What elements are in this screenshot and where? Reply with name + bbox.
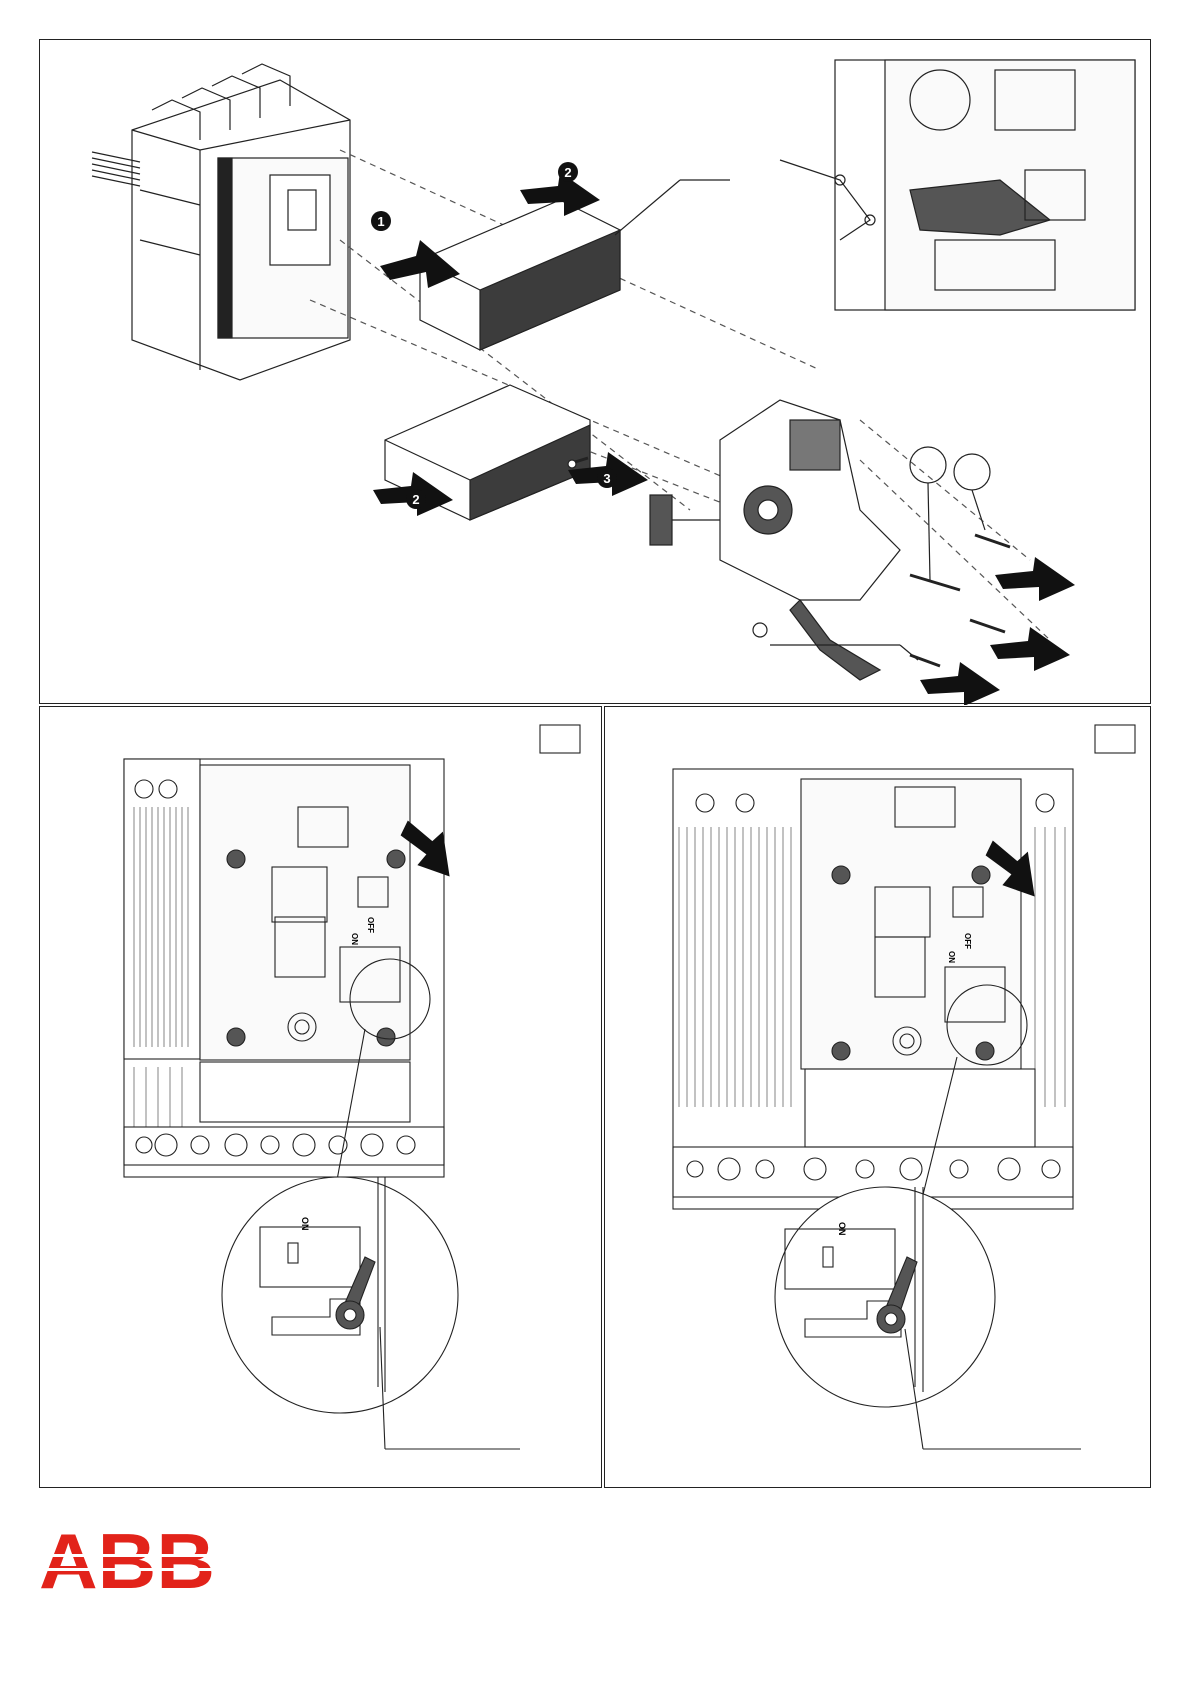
step2-label-top: 2 <box>564 165 571 180</box>
step2-label-bottom: 2 <box>412 492 419 507</box>
front-view-panel-right: OFF ON ON <box>604 706 1151 1488</box>
abb-logo-text: ABB <box>39 1524 215 1594</box>
off-label-left: OFF <box>366 917 375 933</box>
figure-label-box-left <box>540 725 580 753</box>
screw-lever-right <box>976 1042 994 1060</box>
motor-operator-front-left <box>200 765 410 1060</box>
abb-logo-graphic: ABB <box>39 1524 219 1594</box>
screw-top-left <box>227 850 245 868</box>
arrow-screw-a <box>995 557 1075 601</box>
motor-operator <box>650 400 900 680</box>
off-label-right: OFF <box>963 933 972 949</box>
motor-operator-front-right <box>801 779 1021 1069</box>
detail-zoom-left <box>222 1177 458 1413</box>
callout-circle-b <box>954 454 990 490</box>
screw-lever <box>377 1028 395 1046</box>
figure-label-box-right <box>1095 725 1135 753</box>
step3-label: 3 <box>603 471 610 486</box>
front-view-drawing-left: OFF ON ON <box>40 707 603 1489</box>
on-label-left: ON <box>350 933 359 945</box>
abb-logo: ABB <box>39 1524 219 1594</box>
screw-top-right-panel <box>972 866 990 884</box>
exploded-assembly-drawing: 1 2 2 3 <box>40 40 1152 705</box>
mechanism-detail <box>780 60 1135 310</box>
front-view-panel-left: OFF ON ON <box>39 706 602 1488</box>
torque-icon <box>753 623 767 637</box>
detail-zoom-right <box>775 1187 995 1407</box>
front-view-drawing-right: OFF ON ON <box>605 707 1152 1489</box>
screw-top-right <box>387 850 405 868</box>
exploded-assembly-panel: 1 2 2 3 <box>39 39 1151 704</box>
on-label-detail-right: ON <box>837 1222 847 1236</box>
on-label-detail-left: ON <box>300 1217 310 1231</box>
on-label-right: ON <box>947 951 956 963</box>
step1-label: 1 <box>377 214 384 229</box>
breaker-body <box>92 64 350 380</box>
